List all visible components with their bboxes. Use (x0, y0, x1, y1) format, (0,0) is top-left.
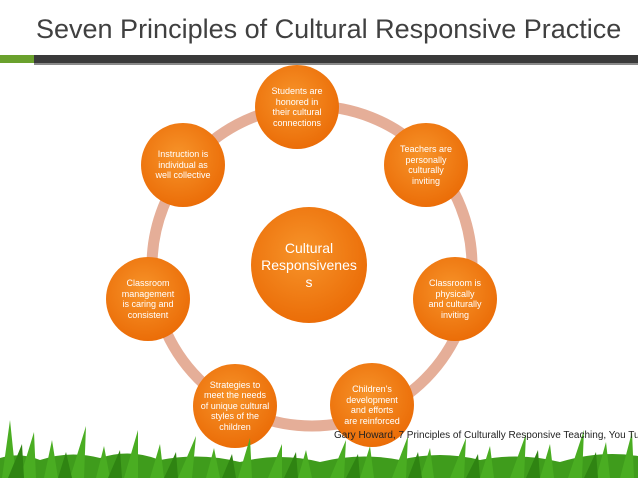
node-label-1: Students are honored in their cultural c… (259, 69, 335, 145)
node-label-7: Instruction is individual as well collec… (145, 127, 221, 203)
node-label-6: Classroom management is caring and consi… (110, 261, 186, 337)
node-label-2: Teachers are personally culturally invit… (388, 127, 464, 203)
center-label: Cultural Responsivenes s (256, 212, 362, 318)
source-credit: Gary Howard, 7 Principles of Culturally … (334, 430, 638, 441)
node-label-5: Strategies to meet the needs of unique c… (193, 364, 277, 448)
node-label-3: Classroom is physically and culturally i… (417, 261, 493, 337)
